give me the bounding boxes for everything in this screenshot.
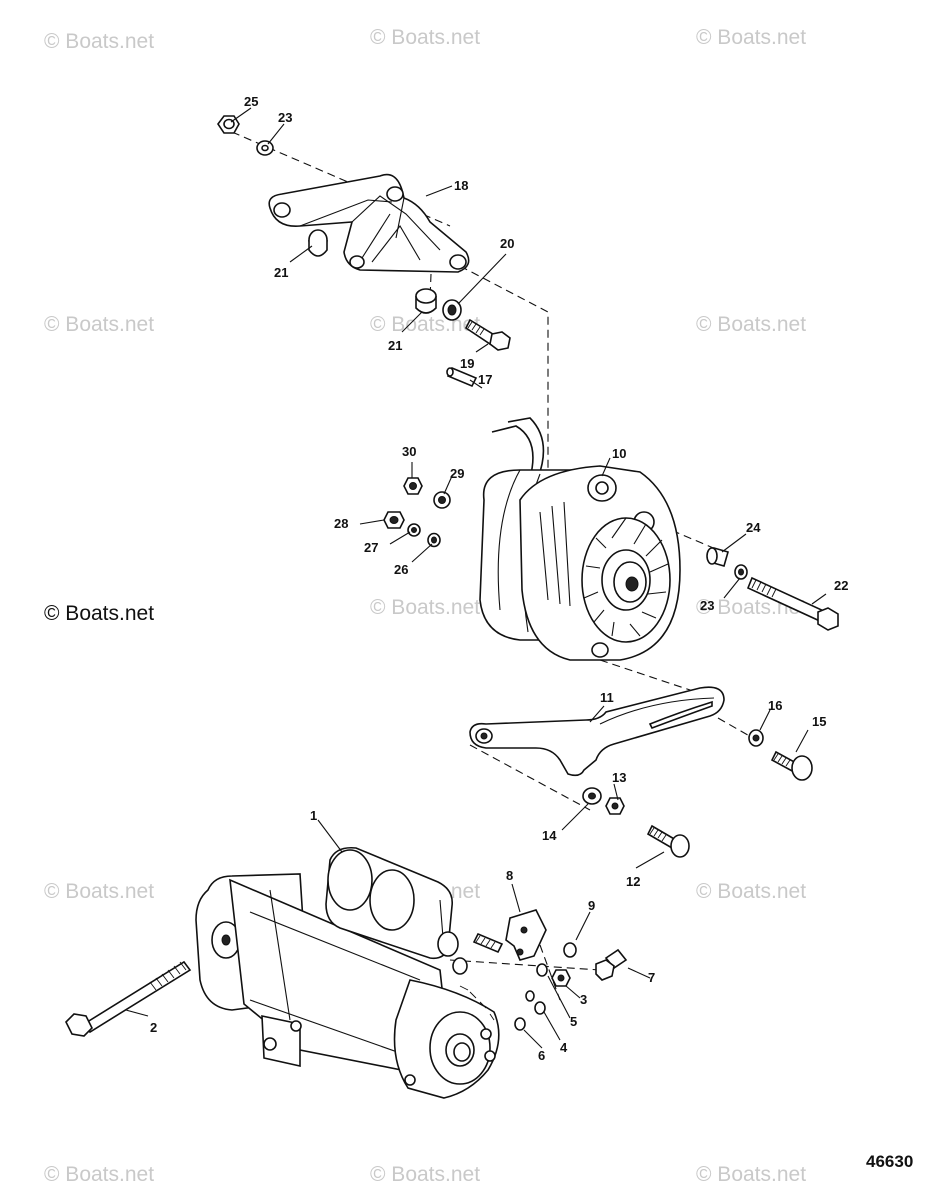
callout-21: 21 [388, 338, 402, 353]
part-23-washer [734, 564, 748, 580]
part-19-bolt [464, 318, 511, 351]
part-10-alternator [479, 417, 681, 661]
part-15-bolt [770, 750, 813, 781]
part-5-washer [536, 963, 548, 977]
watermark: © Boats.net [44, 30, 155, 53]
part-14-washer [582, 787, 602, 805]
part-1-starter-motor [195, 846, 504, 1099]
callout-23: 23 [278, 110, 292, 125]
watermark: © Boats.net [696, 26, 807, 49]
callout-5: 5 [570, 1014, 577, 1029]
callout-29: 29 [450, 466, 464, 481]
callout-19: 19 [460, 356, 474, 371]
part-21-spacer [308, 229, 328, 257]
part-8-bracket [505, 909, 547, 961]
callout-labels: 25 23 18 21 21 20 19 17 10 30 29 28 27 2… [150, 94, 848, 1063]
callout-28: 28 [334, 516, 348, 531]
part-29-washer [433, 491, 451, 509]
part-13-nut [605, 797, 625, 815]
watermark: © Boats.net [370, 596, 481, 619]
callout-27: 27 [364, 540, 378, 555]
part-22-bolt [746, 576, 839, 631]
part-27-washer [407, 523, 421, 537]
part-7-bolt [595, 948, 628, 981]
callout-23: 23 [700, 598, 714, 613]
callout-15: 15 [812, 714, 826, 729]
part-17-pin [446, 366, 478, 388]
callout-16: 16 [768, 698, 782, 713]
part-30-nut [403, 477, 423, 495]
watermark: © Boats.net [370, 1163, 481, 1186]
callout-14: 14 [542, 828, 557, 843]
part-3-nut [551, 969, 571, 987]
callout-12: 12 [626, 874, 640, 889]
part-11-adjusting-bracket [469, 686, 725, 777]
part-21-spacer [415, 288, 437, 314]
leader-lines [125, 107, 827, 1049]
callout-4: 4 [560, 1040, 568, 1055]
part-12-bolt [646, 824, 690, 858]
callout-2: 2 [150, 1020, 157, 1035]
part-23-washer [256, 140, 274, 156]
watermark: © Boats.net [696, 1163, 807, 1186]
watermark: © Boats.net [696, 880, 807, 903]
callout-24: 24 [746, 520, 761, 535]
callout-1: 1 [310, 808, 317, 823]
callout-13: 13 [612, 770, 626, 785]
watermark-main: © Boats.net [44, 602, 155, 625]
part-28-nut [383, 511, 405, 529]
callout-3: 3 [580, 992, 587, 1007]
callout-25: 25 [244, 94, 258, 109]
part-2-bolt [65, 960, 192, 1037]
part-16-washer [748, 729, 764, 747]
part-24-spacer [706, 547, 729, 567]
part-6-washer [514, 990, 535, 1031]
callout-30: 30 [402, 444, 416, 459]
callout-26: 26 [394, 562, 408, 577]
watermark: © Boats.net [44, 313, 155, 336]
part-20-washer [442, 299, 462, 321]
callout-8: 8 [506, 868, 513, 883]
watermark: © Boats.net [44, 880, 155, 903]
callout-20: 20 [500, 236, 514, 251]
watermark: © Boats.net [696, 313, 807, 336]
callout-9: 9 [588, 898, 595, 913]
callout-22: 22 [834, 578, 848, 593]
callout-10: 10 [612, 446, 626, 461]
part-26-washer [427, 532, 441, 548]
part-4-washer [534, 1001, 546, 1015]
watermark: © Boats.net [44, 1163, 155, 1186]
watermark: © Boats.net [370, 26, 481, 49]
part-18-bracket [268, 173, 470, 273]
callout-7: 7 [648, 970, 655, 985]
figure-number: 46630 [866, 1152, 914, 1171]
callout-6: 6 [538, 1048, 545, 1063]
callout-21: 21 [274, 265, 288, 280]
part-9-washer [563, 942, 577, 958]
callout-11: 11 [600, 690, 614, 705]
callout-17: 17 [478, 372, 492, 387]
callout-18: 18 [454, 178, 468, 193]
